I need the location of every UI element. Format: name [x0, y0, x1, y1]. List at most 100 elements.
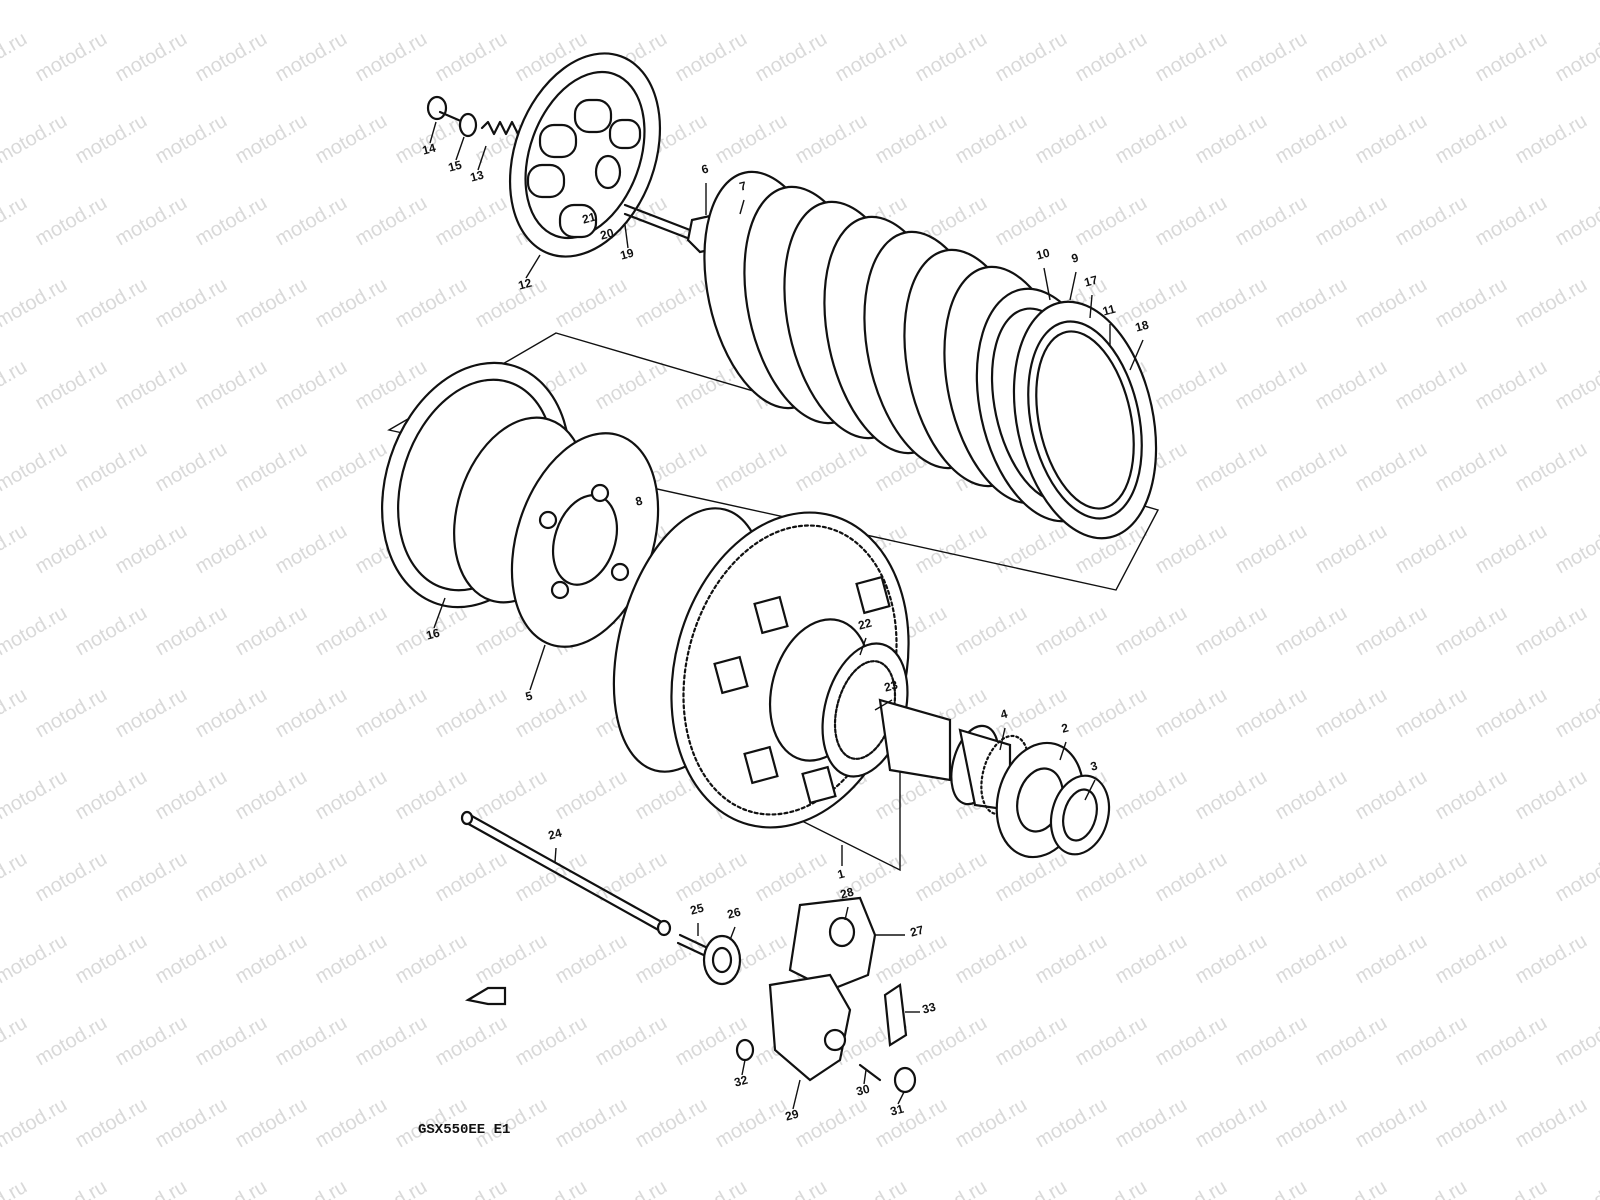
- release-arm-29[interactable]: [768, 973, 852, 1082]
- watermark-text: motod.ru: [1152, 192, 1231, 251]
- watermark-text: motod.ru: [232, 930, 311, 989]
- watermark-text: motod.ru: [1192, 274, 1271, 333]
- watermark-text: motod.ru: [1552, 1176, 1600, 1200]
- callout-11: 11: [1101, 302, 1117, 319]
- watermark-text: motod.ru: [32, 1012, 111, 1071]
- watermark-text: motod.ru: [1512, 1094, 1591, 1153]
- watermark-text: motod.ru: [0, 520, 31, 579]
- callout-9: 9: [1070, 250, 1080, 265]
- watermark-text: motod.ru: [1152, 684, 1231, 743]
- watermark-text: motod.ru: [792, 0, 871, 4]
- oil-pump-drive-gear-23[interactable]: [809, 634, 952, 786]
- oil-seal-28[interactable]: [828, 916, 856, 948]
- watermark-text: motod.ru: [552, 0, 631, 4]
- watermark-text: motod.ru: [1272, 930, 1351, 989]
- watermark-text: motod.ru: [672, 848, 751, 907]
- watermark-text: motod.ru: [32, 28, 111, 87]
- watermark-text: motod.ru: [1352, 110, 1431, 169]
- clutch-sleeve-hub-5[interactable]: [432, 400, 684, 665]
- watermark-text: motod.ru: [32, 520, 111, 579]
- watermark-text: motod.ru: [1312, 848, 1391, 907]
- release-cover-27[interactable]: [788, 896, 877, 992]
- watermark-text: motod.ru: [112, 1012, 191, 1071]
- watermark-text: motod.ru: [632, 0, 711, 4]
- callout-16: 16: [425, 626, 442, 643]
- callout-25: 25: [689, 901, 706, 918]
- watermark-text: motod.ru: [0, 438, 71, 497]
- pressure-plate-12[interactable]: [483, 32, 686, 277]
- release-rack-19[interactable]: [623, 203, 692, 241]
- leader-line: [792, 1079, 801, 1110]
- washer-15[interactable]: [458, 112, 478, 138]
- callout-14: 14: [421, 141, 438, 158]
- watermark-text: motod.ru: [1432, 0, 1511, 4]
- watermark-text: motod.ru: [312, 766, 391, 825]
- watermark-text: motod.ru: [1312, 1176, 1391, 1200]
- bearing-26[interactable]: [702, 934, 742, 986]
- watermark-text: motod.ru: [152, 766, 231, 825]
- watermark-text: motod.ru: [152, 602, 231, 661]
- watermark-text: motod.ru: [1392, 356, 1471, 415]
- callout-22: 22: [857, 616, 874, 633]
- watermark-text: motod.ru: [0, 0, 71, 4]
- watermark-text: motod.ru: [1472, 28, 1551, 87]
- leader-line: [525, 254, 541, 279]
- watermark-text: motod.ru: [1272, 766, 1351, 825]
- watermark-text: motod.ru: [392, 274, 471, 333]
- watermark-text: motod.ru: [1072, 28, 1151, 87]
- watermark-text: motod.ru: [552, 274, 631, 333]
- watermark-text: motod.ru: [0, 848, 31, 907]
- clutch-push-rod-24[interactable]: [460, 810, 672, 937]
- watermark-text: motod.ru: [1072, 192, 1151, 251]
- leader-line: [477, 145, 487, 171]
- callout-18: 18: [1134, 318, 1151, 335]
- needle-bearing-4[interactable]: [943, 721, 1036, 820]
- watermark-text: motod.ru: [312, 274, 391, 333]
- watermark-text: motod.ru: [1552, 356, 1600, 415]
- watermark-text: motod.ru: [592, 848, 671, 907]
- leader-line: [624, 224, 629, 249]
- watermark-text: motod.ru: [1232, 520, 1311, 579]
- watermark-text: motod.ru: [352, 28, 431, 87]
- watermark-text: motod.ru: [1232, 1176, 1311, 1200]
- watermark-text: motod.ru: [1472, 1012, 1551, 1071]
- gasket-33[interactable]: [883, 983, 908, 1047]
- watermark-text: motod.ru: [272, 28, 351, 87]
- callout-4: 4: [999, 706, 1009, 721]
- watermark-text: motod.ru: [0, 110, 71, 169]
- watermark-text: motod.ru: [432, 28, 511, 87]
- spring-13[interactable]: [480, 120, 520, 136]
- watermark-text: motod.ru: [1232, 684, 1311, 743]
- leader-line: [529, 644, 546, 691]
- leader-line: [429, 121, 437, 144]
- watermark-text: motod.ru: [112, 28, 191, 87]
- watermark-text: motod.ru: [792, 438, 871, 497]
- leader-line: [897, 1091, 905, 1105]
- watermark-text: motod.ru: [912, 1176, 991, 1200]
- leader-line: [999, 727, 1006, 751]
- callout-19: 19: [619, 246, 636, 263]
- watermark-text: motod.ru: [1352, 274, 1431, 333]
- callout-30: 30: [855, 1082, 872, 1099]
- watermark-text: motod.ru: [152, 1094, 231, 1153]
- watermark-text: motod.ru: [0, 1176, 31, 1200]
- watermark-text: motod.ru: [1072, 684, 1151, 743]
- thrust-washer-3[interactable]: [1043, 769, 1118, 861]
- watermark-text: motod.ru: [1352, 766, 1431, 825]
- watermark-text: motod.ru: [232, 438, 311, 497]
- leader-line: [863, 1069, 867, 1085]
- watermark-text: motod.ru: [272, 684, 351, 743]
- screw-31[interactable]: [893, 1066, 917, 1094]
- watermark-text: motod.ru: [952, 0, 1031, 4]
- watermark-text: motod.ru: [1472, 520, 1551, 579]
- watermark-text: motod.ru: [552, 766, 631, 825]
- leader-line: [1089, 294, 1093, 319]
- watermark-text: motod.ru: [512, 1176, 591, 1200]
- watermark-text: motod.ru: [1352, 1094, 1431, 1153]
- clutch-plate-stack[interactable]: [387, 160, 1176, 591]
- pin-30[interactable]: [858, 1063, 882, 1082]
- watermark-text: motod.ru: [1312, 192, 1391, 251]
- watermark-text: motod.ru: [952, 930, 1031, 989]
- screw-32[interactable]: [735, 1038, 755, 1062]
- leader-line: [1059, 741, 1067, 761]
